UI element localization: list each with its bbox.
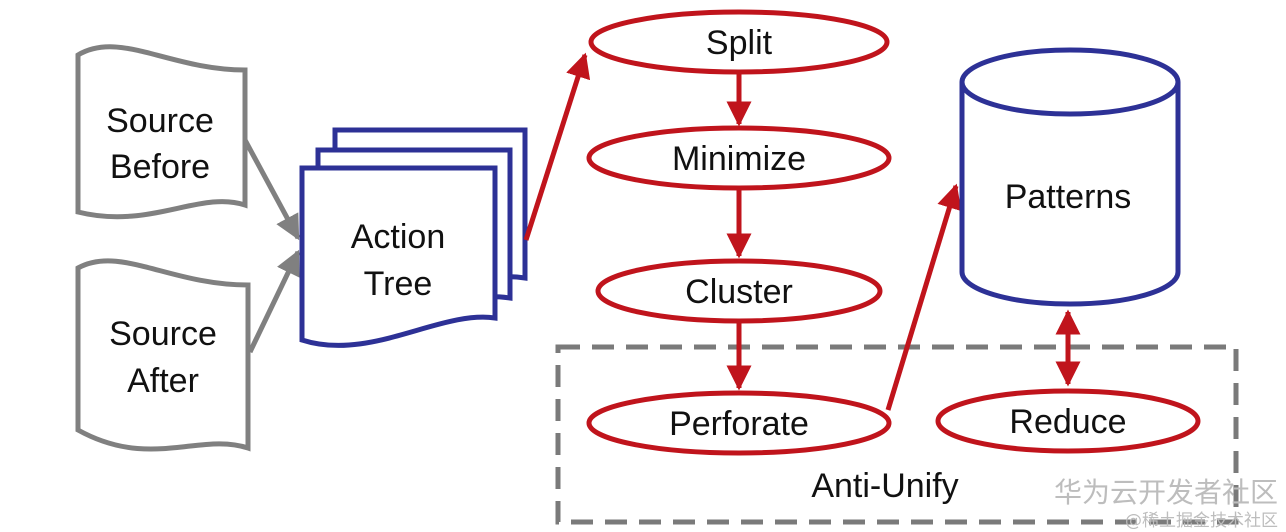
patterns-label: Patterns — [1005, 178, 1132, 216]
action-tree-line2: Tree — [364, 265, 433, 303]
arrow-tree-to-split — [523, 52, 591, 241]
watermark-line1: 华为云开发者社区 — [1054, 476, 1278, 509]
watermark-line2: @稀土掘金技术社区 — [1125, 511, 1278, 531]
patterns-cylinder — [959, 82, 1181, 307]
reduce-ellipse — [935, 388, 1201, 454]
patterns-cylinder-top — [959, 47, 1181, 117]
source-before-line2: Before — [110, 148, 210, 186]
source-after-line2: After — [127, 362, 199, 400]
source-after-line1: Source — [109, 315, 217, 353]
arrow-perforate-to-patterns — [885, 183, 962, 411]
split-label: Split — [706, 24, 773, 62]
perforate-label: Perforate — [669, 405, 809, 443]
minimize-label: Minimize — [672, 140, 806, 178]
anti-unify-label-bg — [795, 462, 977, 510]
source-before-line1: Source — [106, 102, 214, 140]
anti-unify-label: Anti-Unify — [811, 467, 958, 505]
action-tree-line1: Action — [351, 218, 446, 256]
source-after-document — [75, 258, 251, 452]
arrow-before-to-tree — [242, 138, 301, 241]
split-ellipse — [588, 9, 890, 75]
cluster-ellipse — [595, 258, 883, 324]
perforate-ellipse — [586, 390, 892, 456]
reduce-label: Reduce — [1009, 403, 1126, 441]
minimize-ellipse — [586, 125, 892, 191]
anti-unify-group-box — [555, 344, 1239, 525]
action-tree-document-front — [299, 165, 498, 348]
source-before-document — [75, 44, 248, 220]
cluster-label: Cluster — [685, 273, 793, 311]
arrow-after-to-tree — [247, 249, 301, 354]
